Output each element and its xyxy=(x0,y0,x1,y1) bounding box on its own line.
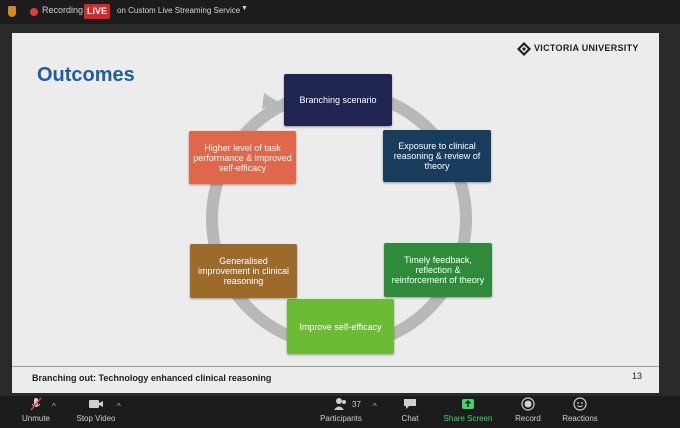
unmute-label: Unmute xyxy=(21,414,50,423)
audio-options-caret-icon[interactable]: ^ xyxy=(52,402,56,411)
participant-count: 37 xyxy=(352,400,361,409)
share-screen-icon xyxy=(462,399,474,409)
slide-footer-divider xyxy=(12,366,659,367)
cycle-step-exposure: Exposure to clinical reasoning & review … xyxy=(383,130,491,182)
reactions-button[interactable]: Reactions xyxy=(560,397,600,423)
stream-service-label[interactable]: on Custom Live Streaming Service xyxy=(117,6,241,15)
share-screen-button[interactable]: Share Screen xyxy=(442,397,494,423)
video-camera-icon xyxy=(89,400,103,408)
stop-video-label: Stop Video xyxy=(76,414,116,423)
record-icon xyxy=(521,397,535,411)
chat-bubble-icon xyxy=(404,399,416,409)
recording-label: Recording xyxy=(42,5,84,15)
record-button[interactable]: Record xyxy=(510,397,546,423)
cycle-step-branching-scenario: Branching scenario xyxy=(284,74,392,126)
shared-slide: VICTORIA UNIVERSITY Outcomes Branching s… xyxy=(12,33,659,393)
chat-label: Chat xyxy=(401,414,419,423)
cycle-arrowhead-icon xyxy=(262,93,280,109)
share-screen-label: Share Screen xyxy=(443,414,493,423)
unmute-button[interactable]: Unmute xyxy=(18,397,54,423)
stream-dropdown-caret-icon[interactable]: ▼ xyxy=(241,5,248,12)
slide-page-number: 13 xyxy=(632,371,643,381)
participants-button[interactable]: Participants xyxy=(318,397,364,423)
security-shield-icon[interactable] xyxy=(8,6,16,17)
cycle-step-feedback: Timely feedback, reflection & reinforcem… xyxy=(384,243,492,297)
cycle-step-self-efficacy: Improve self-efficacy xyxy=(287,299,394,354)
participants-icon xyxy=(334,398,346,410)
slide-title: Outcomes xyxy=(37,64,135,86)
participants-label: Participants xyxy=(320,414,362,423)
meeting-toolbar: Unmute ^ Stop Video ^ Participants 37 ^ … xyxy=(0,396,680,428)
record-label: Record xyxy=(515,414,541,423)
participants-options-caret-icon[interactable]: ^ xyxy=(373,402,377,411)
reactions-label: Reactions xyxy=(562,414,598,423)
reactions-smiley-icon xyxy=(573,397,587,411)
muted-microphone-icon xyxy=(30,397,42,411)
university-logo-text: VICTORIA UNIVERSITY xyxy=(534,43,639,53)
stop-video-button[interactable]: Stop Video xyxy=(74,397,118,423)
chat-button[interactable]: Chat xyxy=(396,397,424,423)
live-badge: LIVE xyxy=(84,4,110,19)
slide-footer-text: Branching out: Technology enhanced clini… xyxy=(32,373,272,383)
recording-dot-icon xyxy=(30,8,38,16)
cycle-step-task-performance: Higher level of task performance & impro… xyxy=(189,131,296,184)
video-options-caret-icon[interactable]: ^ xyxy=(117,402,121,411)
victoria-university-logo-icon xyxy=(517,42,531,56)
meeting-top-bar: Recording LIVE on Custom Live Streaming … xyxy=(0,0,680,24)
cycle-step-generalised: Generalised improvement in clinical reas… xyxy=(190,244,297,298)
